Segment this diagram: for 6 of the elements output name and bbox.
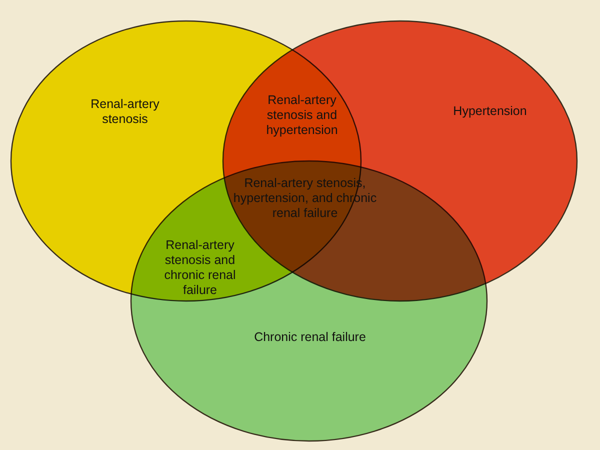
set-label: Chronic renal failure (253, 330, 367, 345)
region-label: Renal-artery stenosis and hypertension (265, 93, 339, 138)
set-label: Renal-artery stenosis (90, 97, 160, 127)
set-label: Hypertension (452, 104, 528, 119)
venn-ellipse (130, 160, 488, 442)
region-label: Renal-artery stenosis and chronic renal failure (163, 238, 237, 298)
